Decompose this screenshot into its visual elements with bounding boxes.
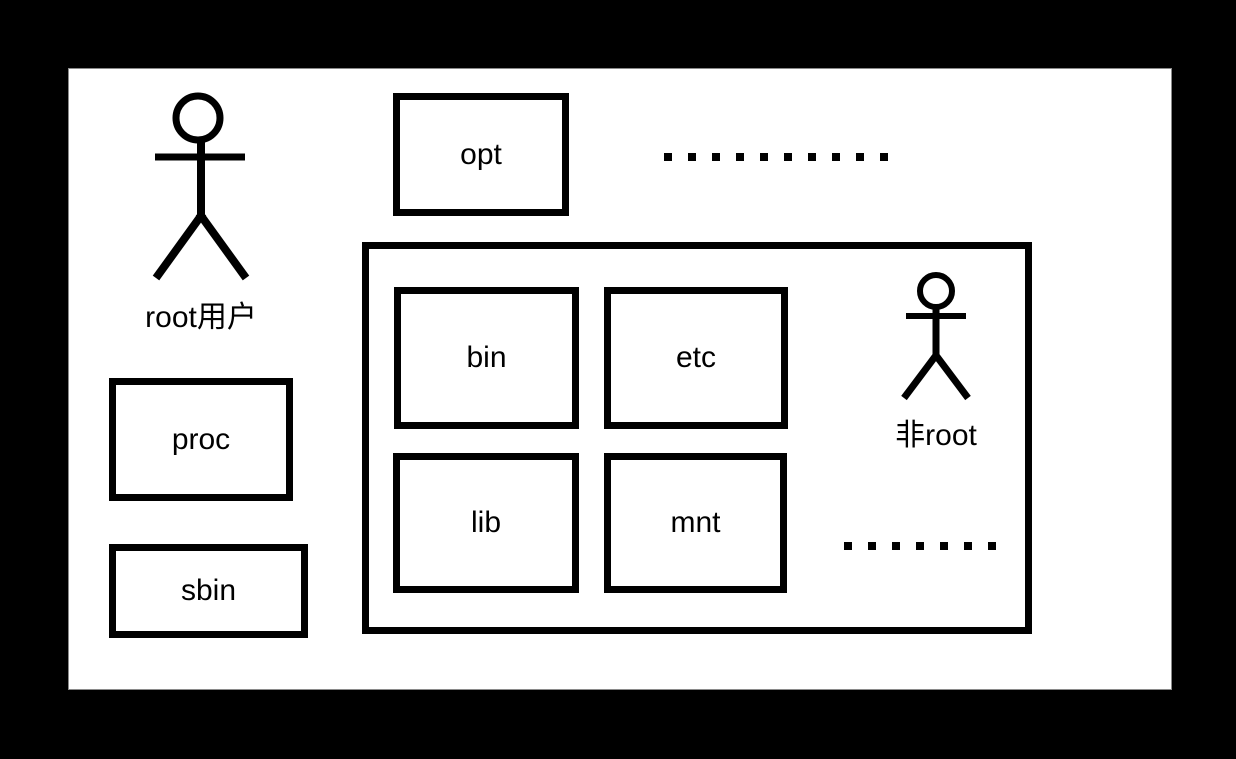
directory-box-sbin: sbin [109,544,308,638]
directory-box-lib-label: lib [470,506,501,539]
ellipsis-dot [688,153,696,161]
ellipsis-dot [736,153,744,161]
non-root-user-label: 非root [895,419,977,452]
ellipsis-dot [988,542,996,550]
ellipsis-dot [880,153,888,161]
ellipsis-dot [784,153,792,161]
ellipsis-dot [964,542,972,550]
ellipsis-dot [916,542,924,550]
ellipsis-dot [844,542,852,550]
directory-box-etc: etc [604,287,788,429]
ellipsis-dot [808,153,816,161]
ellipsis-dot [868,542,876,550]
directory-box-sbin-label: sbin [180,574,237,607]
ellipsis-bottom [844,542,996,550]
ellipsis-dot [712,153,720,161]
ellipsis-dot [892,542,900,550]
ellipsis-top [664,153,888,161]
diagram-panel: root用户 opt proc sbin bin etc lib [68,68,1172,690]
directory-box-proc: proc [109,378,293,501]
non-root-user-icon [901,272,971,401]
ellipsis-dot [856,153,864,161]
directory-box-mnt-label: mnt [670,506,721,539]
directory-box-etc-label: etc [675,341,717,374]
directory-box-lib: lib [393,453,579,593]
root-user-icon [152,92,250,281]
ellipsis-dot [940,542,948,550]
root-user-label: root用户 [145,301,257,334]
container-box: bin etc lib mnt 非root [362,242,1032,634]
ellipsis-dot [664,153,672,161]
directory-box-bin: bin [394,287,579,429]
directory-box-opt: opt [393,93,569,216]
directory-box-bin-label: bin [466,341,507,374]
directory-box-mnt: mnt [604,453,787,593]
directory-box-opt-label: opt [460,137,502,171]
ellipsis-dot [832,153,840,161]
ellipsis-dot [760,153,768,161]
directory-box-proc-label: proc [171,422,231,456]
